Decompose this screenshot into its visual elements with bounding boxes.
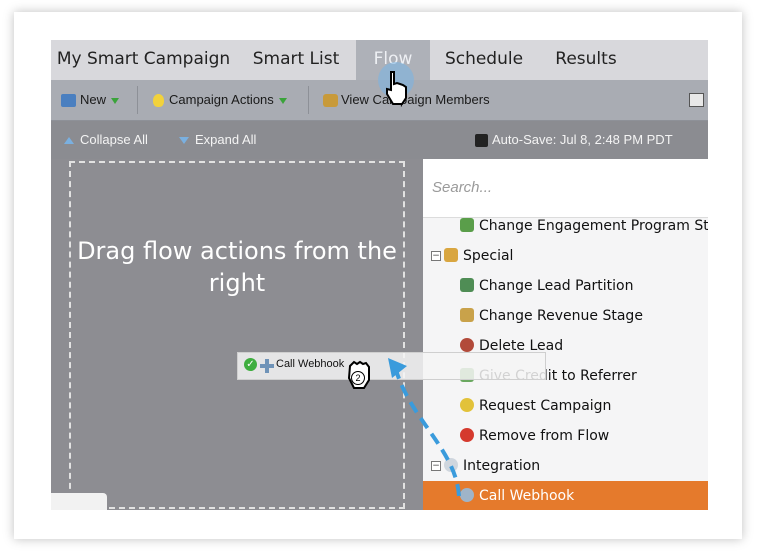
request-campaign-icon — [460, 398, 474, 412]
search-input-placeholder: Search... — [432, 179, 493, 196]
flow-action-remove-from-flow[interactable]: Remove from Flow — [423, 421, 708, 451]
check-icon: ✓ — [244, 358, 257, 371]
delete-lead-icon — [460, 338, 474, 352]
flow-canvas[interactable]: Drag flow actions from the right — [51, 159, 423, 510]
collapse-toggle-icon[interactable]: − — [431, 251, 441, 261]
campaign-actions-menu-button[interactable]: Campaign Actions — [153, 80, 287, 120]
lightbulb-icon — [153, 94, 164, 108]
flow-action-change-revenue-stage[interactable]: Change Revenue Stage — [423, 301, 708, 331]
new-menu-button[interactable]: New — [61, 80, 120, 120]
flow-action-change-engagement-program-stream[interactable]: Change Engagement Program Stre — [423, 211, 708, 241]
dropdown-arrow-icon — [278, 97, 287, 104]
revenue-stage-icon — [460, 308, 474, 322]
drag-path-annotation — [388, 358, 461, 497]
flow-actions-panel: Search... Change Engagement Program Stre… — [423, 159, 708, 510]
drop-zone-message: Drag flow actions from the right — [77, 237, 397, 297]
tab-my-smart-campaign[interactable]: My Smart Campaign — [56, 49, 231, 69]
toolbar-divider — [308, 86, 309, 114]
new-icon — [61, 94, 76, 108]
collapse-all-button[interactable]: Collapse All — [64, 121, 148, 159]
app-window: My Smart Campaign Smart List Flow Schedu… — [51, 40, 708, 510]
dropdown-arrow-icon — [111, 97, 120, 104]
flow-subbar: Collapse All Expand All Auto-Save: Jul 8… — [51, 121, 708, 159]
tab-schedule[interactable]: Schedule — [444, 49, 524, 69]
toolbar: New Campaign Actions View Campaign Membe… — [51, 80, 708, 121]
integration-folder-icon — [444, 458, 458, 472]
tab-results[interactable]: Results — [555, 49, 617, 69]
step-badge: 2 — [351, 371, 365, 385]
flow-action-request-campaign[interactable]: Request Campaign — [423, 391, 708, 421]
drag-arrow-head — [388, 358, 407, 378]
flow-action-change-lead-partition[interactable]: Change Lead Partition — [423, 271, 708, 301]
webhook-icon — [460, 488, 474, 502]
toolbar-divider — [137, 86, 138, 114]
campaign-actions-label: Campaign Actions — [169, 92, 274, 107]
engagement-icon — [460, 218, 474, 232]
canvas-corner-tab — [51, 493, 107, 510]
collapse-icon — [64, 137, 74, 145]
flow-group-special[interactable]: − Special — [431, 248, 514, 264]
view-campaign-members-label: View Campaign Members — [341, 92, 490, 107]
flow-actions-search[interactable]: Search... — [423, 159, 708, 218]
drag-hand-cursor: 2 — [344, 356, 374, 390]
expand-all-button[interactable]: Expand All — [179, 121, 256, 159]
special-folder-icon — [444, 248, 458, 262]
expand-all-label: Expand All — [195, 132, 257, 147]
drag-arrow-line — [394, 369, 461, 497]
collapse-toggle-icon[interactable]: − — [431, 461, 441, 471]
new-label: New — [80, 92, 107, 107]
webhook-icon — [260, 359, 274, 373]
collapse-all-label: Collapse All — [80, 132, 148, 147]
partition-icon — [460, 278, 474, 292]
window-icon[interactable] — [689, 93, 704, 107]
auto-save-status: Auto-Save: Jul 8, 2:48 PM PDT — [475, 121, 673, 159]
expand-icon — [179, 137, 189, 145]
members-icon — [323, 94, 338, 108]
pointer-hand-icon — [386, 71, 407, 105]
auto-save-label: Auto-Save: Jul 8, 2:48 PM PDT — [492, 132, 673, 147]
flow-group-integration[interactable]: − Integration — [431, 458, 541, 474]
remove-flow-icon — [460, 428, 474, 442]
dragged-item-label: Call Webhook — [276, 358, 345, 370]
flow-drop-zone[interactable] — [69, 161, 405, 509]
tab-smart-list[interactable]: Smart List — [252, 49, 340, 69]
flow-action-call-webhook[interactable]: Call Webhook — [423, 481, 708, 510]
save-disk-icon — [475, 134, 488, 148]
view-campaign-members-button[interactable]: View Campaign Members — [323, 80, 490, 120]
flow-action-delete-lead[interactable]: Delete Lead — [423, 331, 708, 361]
